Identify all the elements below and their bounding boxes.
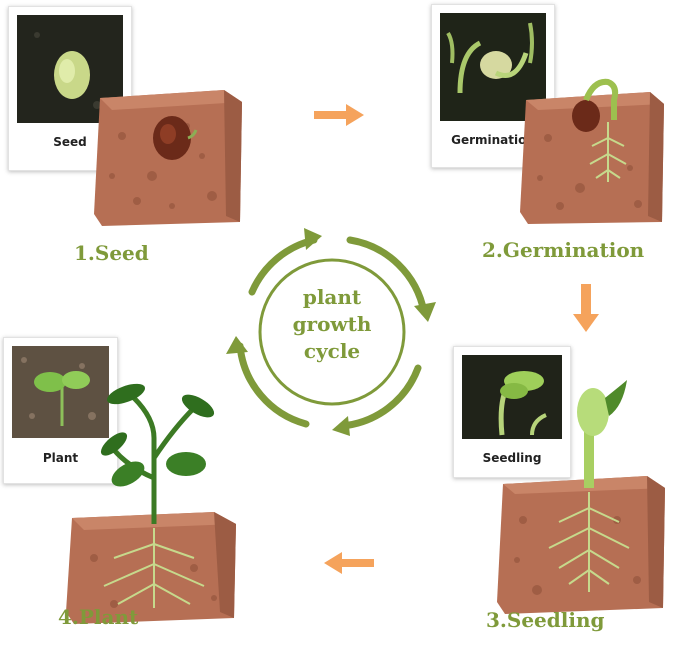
center-line-growth: growth	[292, 312, 372, 336]
seedling-photo-card: Seedling	[453, 346, 571, 478]
plant-soil-model	[64, 378, 244, 633]
germination-card-label: Germination	[451, 133, 535, 147]
plant-photo	[12, 346, 109, 438]
plant-card-label: Plant	[42, 451, 79, 465]
arrow-down-icon	[573, 284, 599, 332]
arrow-left-icon	[324, 552, 374, 574]
seed-stage-label: 1.Seed	[74, 241, 149, 265]
seedling-soil-model	[497, 380, 667, 625]
cycle-arrows-icon	[226, 228, 436, 436]
center-line-plant: plant	[302, 285, 362, 309]
cycle-center-title: plant growth cycle	[262, 284, 402, 365]
seed-soil-model	[92, 86, 244, 233]
seed-card-label: Seed	[53, 135, 87, 149]
germination-stage-label: 2.Germination	[482, 238, 645, 262]
germination-soil-model	[520, 78, 666, 233]
plant-stage-label: 4.Plant	[58, 605, 139, 629]
center-line-cycle: cycle	[303, 339, 361, 363]
arrow-right-icon	[314, 104, 364, 126]
seedling-card-label: Seedling	[482, 451, 542, 465]
plant-photo-card: Plant	[3, 337, 118, 484]
seedling-stage-label: 3.Seedling	[486, 608, 605, 632]
seedling-photo	[462, 355, 562, 439]
